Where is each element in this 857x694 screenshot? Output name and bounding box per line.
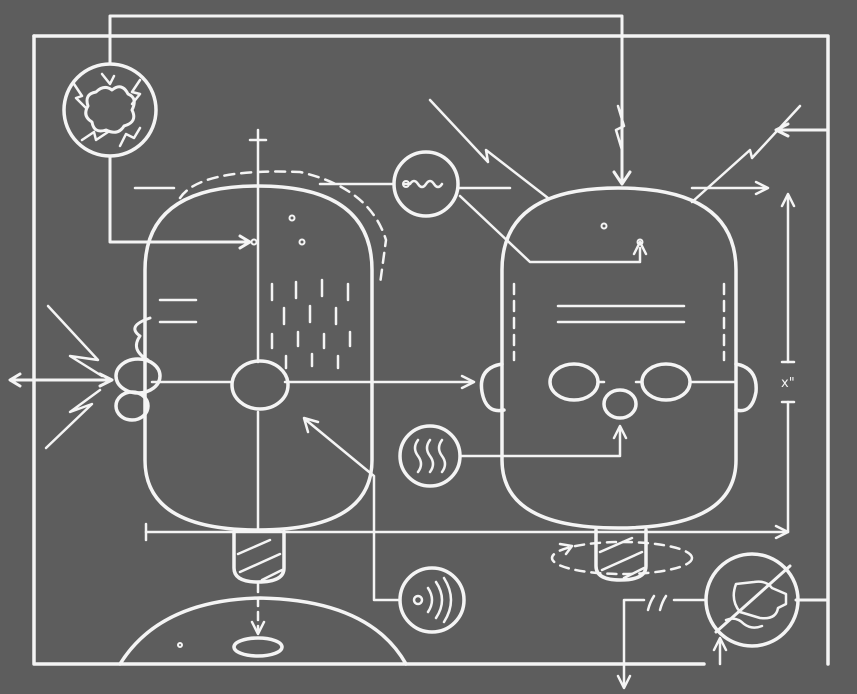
zap-top-center [428, 98, 550, 200]
outer-frame-left [32, 34, 706, 666]
top-wire-arrowhead [612, 170, 632, 186]
right-head [479, 186, 758, 582]
ground-dome [118, 596, 408, 666]
explosion-icon [62, 62, 158, 158]
left-zap [8, 304, 114, 450]
outer-frame [32, 34, 830, 666]
left-head [114, 128, 476, 636]
zap-top-right [690, 104, 802, 204]
dimension-label: x" [781, 376, 795, 391]
explosion-wire-arrowhead [238, 234, 252, 250]
explosion-wire [108, 154, 250, 244]
top-wire [108, 14, 624, 184]
dot [177, 642, 183, 648]
